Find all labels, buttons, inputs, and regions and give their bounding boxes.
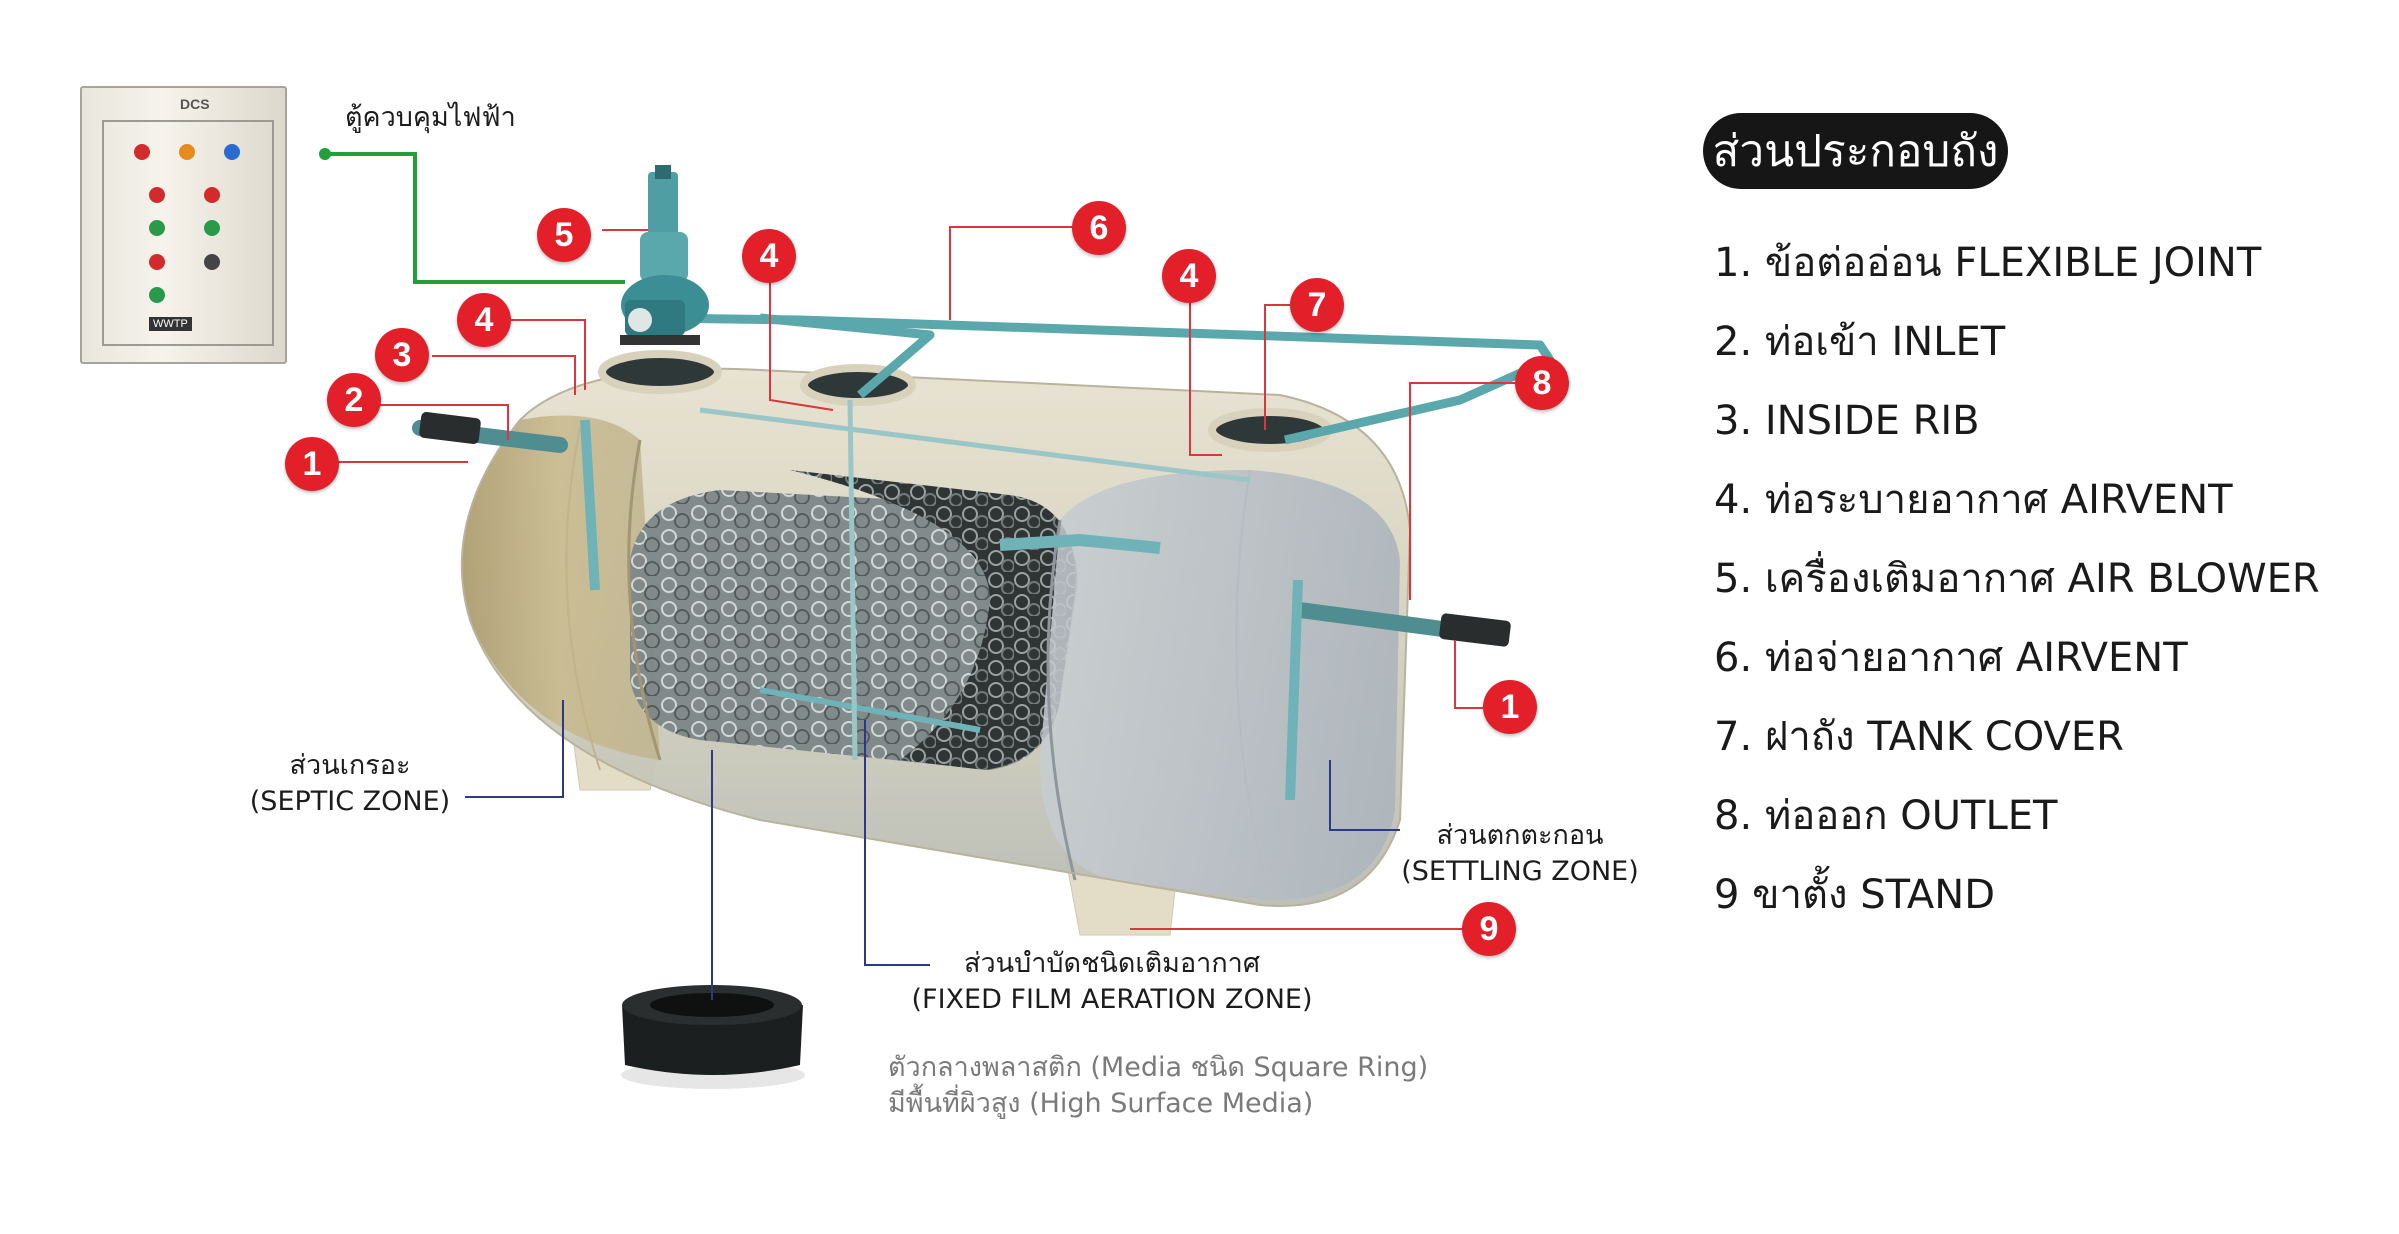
lamp-orange-icon xyxy=(179,144,195,160)
badge-airvent-3: 4 xyxy=(1162,249,1216,303)
leader-lines xyxy=(319,148,1515,1000)
parts-list-item: 5. เครื่องเติมอากาศ AIR BLOWER xyxy=(1714,556,2320,602)
label-aeration-zone: ส่วนบำบัดชนิดเติมอากาศ (FIXED FILM AERAT… xyxy=(911,948,1313,1015)
settling-chamber xyxy=(1040,470,1400,900)
parts-list-item: 1. ข้อต่ออ่อน FLEXIBLE JOINT xyxy=(1714,240,2262,286)
tank-cover-2 xyxy=(800,364,916,406)
flexible-joint-outlet xyxy=(1439,613,1511,647)
parts-list-item: 6. ท่อจ่ายอากาศ AIRVENT xyxy=(1714,635,2188,681)
badge-inlet: 2 xyxy=(327,373,381,427)
badge-air-distribution: 6 xyxy=(1072,201,1126,255)
parts-list-item: 9 ขาตั้ง STAND xyxy=(1714,872,1995,918)
air-blower xyxy=(620,165,709,345)
lamp-green-icon xyxy=(149,287,165,303)
parts-list-item: 4. ท่อระบายอากาศ AIRVENT xyxy=(1714,477,2233,523)
parts-list-item: 3. INSIDE RIB xyxy=(1714,398,1980,444)
badge-outlet: 8 xyxy=(1515,356,1569,410)
label-media-note: ตัวกลางพลาสติก (Media ชนิด Square Ring) … xyxy=(888,1052,1429,1119)
parts-list-item: 7. ฝาถัง TANK COVER xyxy=(1714,714,2124,760)
parts-list: 1. ข้อต่ออ่อน FLEXIBLE JOINT 2. ท่อเข้า … xyxy=(1714,233,2320,944)
lamp-green-icon xyxy=(149,220,165,236)
lamp-red-icon xyxy=(204,187,220,203)
cabinet-brand: DCS xyxy=(180,96,210,112)
badge-tank-cover: 7 xyxy=(1290,278,1344,332)
lamp-red-icon xyxy=(149,187,165,203)
lamp-red-icon xyxy=(149,254,165,270)
cabinet-door: WWTP xyxy=(102,120,274,346)
badge-airvent-2: 4 xyxy=(742,229,796,283)
badge-flexible-joint-inlet: 1 xyxy=(285,437,339,491)
control-cabinet: DCS WWTP xyxy=(80,86,287,364)
lamp-green-icon xyxy=(204,220,220,236)
parts-list-item: 8. ท่อออก OUTLET xyxy=(1714,793,2058,839)
lamp-blue-icon xyxy=(224,144,240,160)
tank-cover-1 xyxy=(598,350,722,394)
label-control-cabinet: ตู้ควบคุมไฟฟ้า xyxy=(345,102,516,133)
selector-switch-icon xyxy=(204,254,220,270)
media-ring-sample xyxy=(621,985,805,1089)
badge-stand: 9 xyxy=(1462,902,1516,956)
parts-title: ส่วนประกอบถัง xyxy=(1703,113,2008,189)
badge-airvent-1: 4 xyxy=(457,293,511,347)
label-settling-zone: ส่วนตกตะกอน (SETTLING ZONE) xyxy=(1401,820,1639,887)
flexible-joint-inlet xyxy=(419,412,481,444)
badge-air-blower: 5 xyxy=(537,208,591,262)
lamp-red-icon xyxy=(134,144,150,160)
septic-chamber xyxy=(461,415,660,760)
badge-inside-rib: 3 xyxy=(375,328,429,382)
parts-list-item: 2. ท่อเข้า INLET xyxy=(1714,319,2006,365)
label-septic-zone: ส่วนเกรอะ (SEPTIC ZONE) xyxy=(249,750,451,817)
badge-flexible-joint-outlet: 1 xyxy=(1483,680,1537,734)
cabinet-plate: WWTP xyxy=(149,317,192,331)
